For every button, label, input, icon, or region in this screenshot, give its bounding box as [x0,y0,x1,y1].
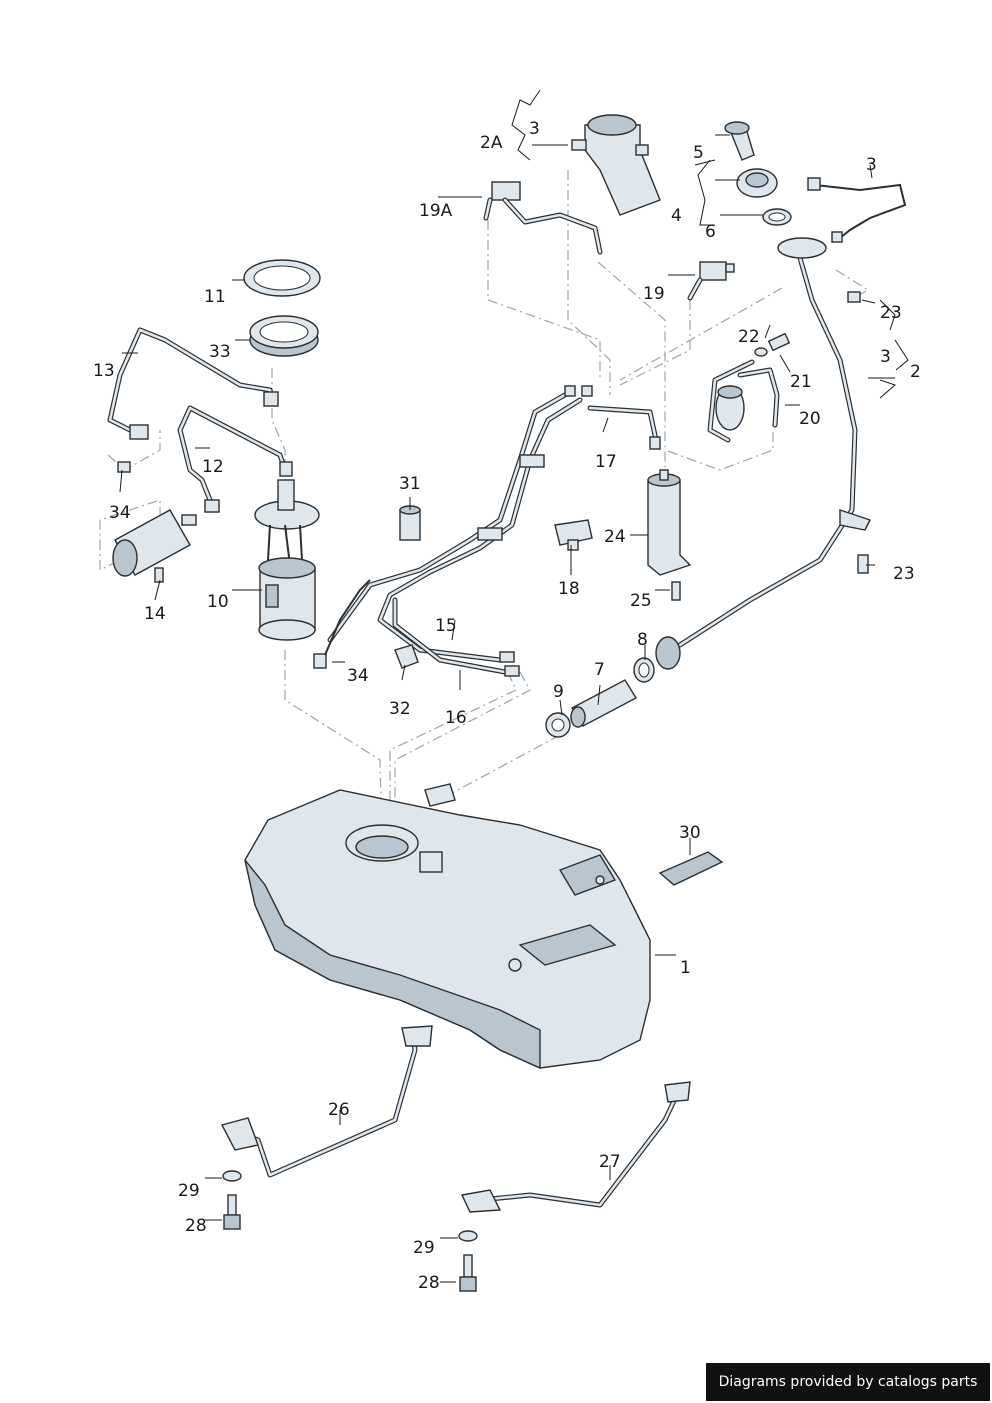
footer-credit: Diagrams provided by catalogs parts [706,1363,990,1401]
bracket-18 [554,519,593,551]
washer-29-right [458,1230,478,1242]
label-26: 26 [328,1100,350,1120]
vent-valve-19A [483,181,603,255]
fuel-pump-module-10 [254,479,320,641]
carbon-canister-24 [647,469,692,576]
label-28-right: 28 [418,1273,440,1293]
sensor-wire-3 [807,177,907,243]
tank-strap-26 [220,1025,433,1178]
washer-29-left [222,1170,242,1182]
label-19: 19 [643,284,665,304]
valve-housing-2A [571,114,661,216]
label-17: 17 [595,452,617,472]
label-3-wire: 3 [866,155,877,175]
label-30: 30 [679,823,701,843]
bolt-28-right [459,1254,477,1292]
label-23-lower: 23 [893,564,915,584]
hose-7 [570,679,637,728]
valve-20 [707,359,780,443]
clip-34-mid [313,653,327,669]
bolt-23-upper [847,291,861,303]
sensor-lead [324,579,371,656]
label-12: 12 [202,457,224,477]
label-4: 4 [671,206,682,226]
seal-4 [736,168,778,198]
label-15: 15 [435,616,457,636]
label-16: 16 [445,708,467,728]
bolt-25 [671,581,681,601]
ring-6 [762,208,792,226]
sleeve-32 [394,644,419,669]
label-10: 10 [207,592,229,612]
label-20: 20 [799,409,821,429]
label-11: 11 [204,287,226,307]
fuel-tank [244,783,651,1070]
fuel-filter-14 [112,509,197,583]
clip-22 [754,347,768,357]
pad-30 [658,851,724,886]
fuel-line-17 [327,385,661,677]
filler-neck [655,237,871,670]
bolt-28-left [223,1194,241,1230]
label-29-left: 29 [178,1181,200,1201]
label-2A: 2A [480,133,503,153]
seal-ring-11 [243,259,321,297]
clip-21 [767,332,791,352]
label-8: 8 [637,630,648,650]
callout-labels: 1 2 2A 3 3 3 4 5 6 7 8 9 10 11 12 13 14 … [93,119,921,1293]
label-1: 1 [680,958,691,978]
label-3-neck: 3 [880,347,891,367]
clip-34-left [117,461,131,473]
clamp-8 [633,657,655,683]
label-19A: 19A [419,201,453,221]
label-22: 22 [738,327,760,347]
label-32: 32 [389,699,411,719]
label-5: 5 [693,143,704,163]
label-2: 2 [910,362,921,382]
label-29-right: 29 [413,1238,435,1258]
label-9: 9 [553,682,564,702]
cap-5 [724,121,755,161]
label-24: 24 [604,527,626,547]
label-28-left: 28 [185,1216,207,1236]
label-7: 7 [594,660,605,680]
label-18: 18 [558,579,580,599]
fuel-line-12 [177,405,293,513]
assembly-guide-lines [99,170,870,860]
fuel-line-13 [107,327,279,440]
label-14: 14 [144,604,166,624]
label-33: 33 [209,342,231,362]
bolt-23-lower [857,554,869,574]
label-34-mid: 34 [347,666,369,686]
label-13: 13 [93,361,115,381]
sleeve-31 [399,505,421,541]
label-23-upper: 23 [880,303,902,323]
leader-lines [119,89,909,1283]
label-31: 31 [399,474,421,494]
tank-strap-27 [460,1081,691,1213]
clamp-9 [545,712,571,738]
label-25: 25 [630,591,652,611]
label-27: 27 [599,1152,621,1172]
locking-ring-33 [249,315,319,357]
label-6: 6 [705,222,716,242]
label-21: 21 [790,372,812,392]
label-3-top: 3 [529,119,540,139]
vent-valve-19 [687,261,735,301]
label-34-left: 34 [109,503,131,523]
